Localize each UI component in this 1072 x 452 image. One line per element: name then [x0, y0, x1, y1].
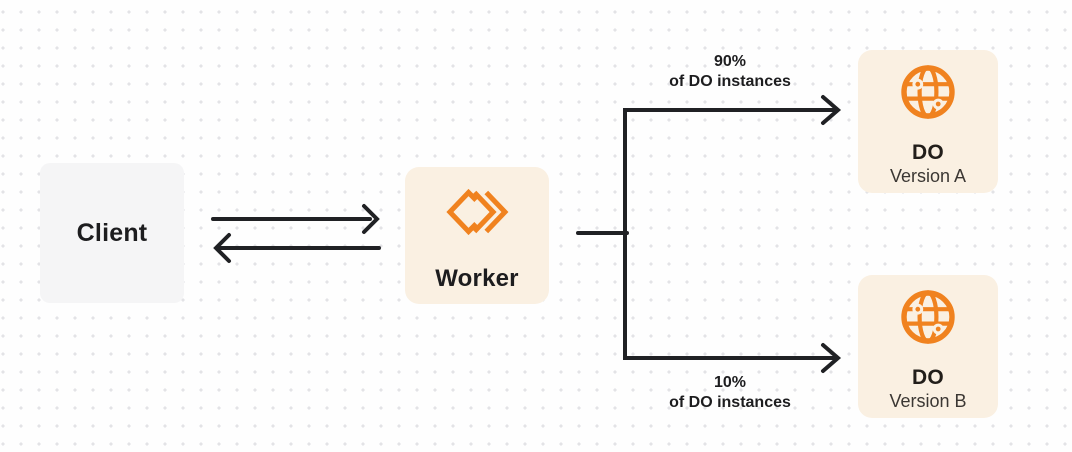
edge-percent-a: 90% [713, 53, 747, 70]
fork-branch-line [623, 108, 836, 360]
arrowhead-to-version-a [821, 95, 842, 125]
globe-icon [901, 65, 955, 119]
do-b-subtitle: Version B [889, 391, 967, 411]
edge-label-version-b: 10% of DO instances [615, 373, 845, 413]
do-version-a-node: DO Version A [858, 50, 998, 193]
worker-node: Worker [405, 167, 549, 304]
arrow-worker-to-client [213, 233, 381, 263]
do-a-subtitle: Version A [889, 166, 967, 186]
arrow-client-to-worker [211, 204, 380, 234]
globe-icon [901, 290, 955, 344]
edge-percent-b: 10% [713, 374, 747, 391]
workers-icon [446, 188, 509, 236]
do-version-b-node: DO Version B [858, 275, 998, 418]
do-a-title: DO [911, 141, 945, 164]
client-node: Client [40, 163, 184, 303]
edge-caption-a: of DO instances [669, 73, 791, 90]
client-label: Client [76, 218, 148, 247]
edge-caption-b: of DO instances [669, 394, 791, 411]
worker-label: Worker [435, 265, 519, 292]
do-b-title: DO [911, 366, 945, 389]
edge-label-version-a: 90% of DO instances [615, 52, 845, 92]
arrowhead-to-version-b [821, 343, 842, 373]
